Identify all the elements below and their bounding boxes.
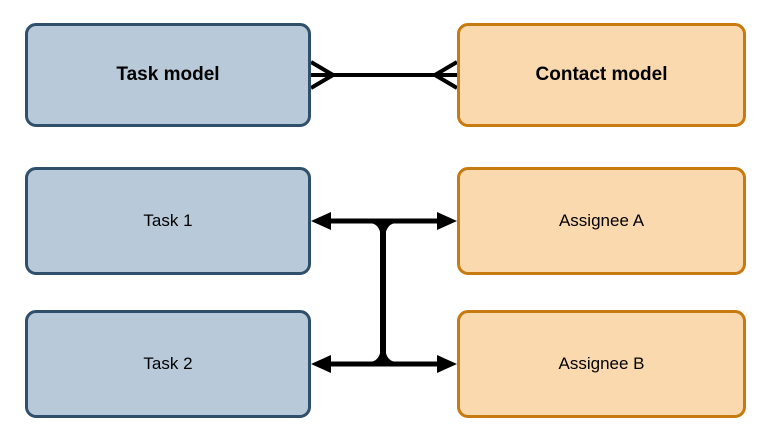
node-task-1-label: Task 1 [143,211,193,231]
arrow-left-icon [311,355,331,373]
node-task-2[interactable]: Task 2 [25,310,311,418]
branch-fillet-bottom-left [368,348,385,366]
node-task-model[interactable]: Task model [25,23,311,127]
branch-fillet-bottom-right [381,348,398,366]
node-contact-model[interactable]: Contact model [457,23,746,127]
arrow-right-icon [437,212,457,230]
crows-foot-start-icon [309,60,335,90]
branch-fillet-top-left [368,219,385,237]
edge-model-relation [309,60,459,90]
branch-fillet-top-right [381,219,398,237]
node-task-model-label: Task model [116,64,220,86]
node-assignee-b-label: Assignee B [558,354,645,374]
crows-foot-end-icon [433,60,459,90]
arrow-left-icon [311,212,331,230]
node-contact-model-label: Contact model [535,64,668,86]
node-assignee-a[interactable]: Assignee A [457,167,746,275]
edge-task1-assignee-a [311,212,457,230]
edge-task2-assignee-b [311,355,457,373]
node-task-1[interactable]: Task 1 [25,167,311,275]
arrow-right-icon [437,355,457,373]
node-task-2-label: Task 2 [143,354,193,374]
node-assignee-a-label: Assignee A [558,211,645,231]
node-assignee-b[interactable]: Assignee B [457,310,746,418]
